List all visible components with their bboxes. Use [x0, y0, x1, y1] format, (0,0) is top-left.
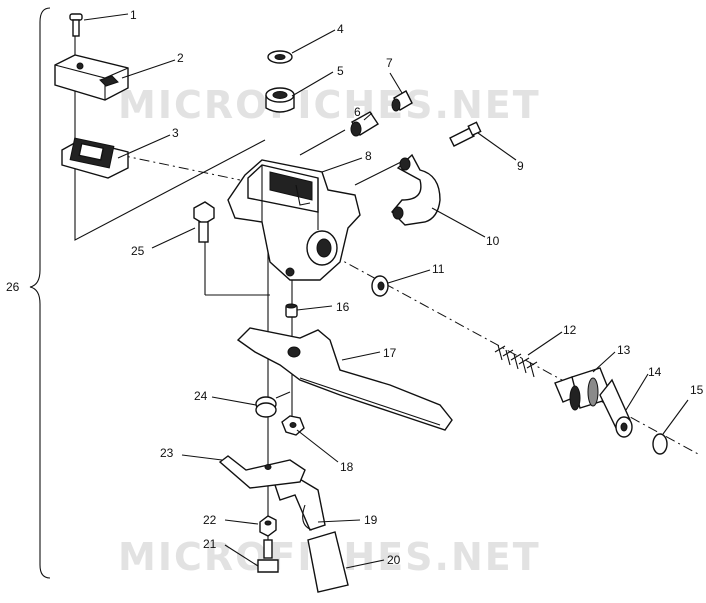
callout-21: 21: [203, 537, 217, 551]
callout-7: 7: [386, 56, 393, 70]
spring-part-12: [494, 344, 538, 378]
watermark-top: MICROFICHES.NET: [118, 83, 541, 127]
nut-part-18: [281, 415, 305, 436]
callout-4: 4: [337, 22, 344, 36]
master-cylinder-body-part-8: [227, 159, 361, 281]
washer-part-11: [371, 275, 389, 297]
callout-13: 13: [617, 343, 631, 357]
reservoir-cover-part-2: [54, 54, 129, 101]
callout-18: 18: [340, 460, 354, 474]
callout-19: 19: [364, 513, 378, 527]
callout-12: 12: [563, 323, 577, 337]
callout-3: 3: [172, 126, 179, 140]
bolt-part-21: [257, 539, 279, 573]
callout-1: 1: [130, 8, 137, 22]
callout-2: 2: [177, 51, 184, 65]
clamp-part-10: [391, 153, 441, 226]
callout-17: 17: [383, 346, 397, 360]
callout-6: 6: [354, 105, 361, 119]
assembly-bracket: [29, 7, 51, 579]
callout-8: 8: [365, 149, 372, 163]
cap-part-7: [391, 90, 413, 112]
callout-9: 9: [517, 159, 524, 173]
snap-ring-part-15: [652, 433, 668, 455]
fitting-part-6: [350, 111, 379, 137]
callout-10: 10: [486, 234, 500, 248]
bolt-part-25: [193, 201, 215, 243]
screw-part-1: [69, 13, 83, 37]
lever-part-17: [236, 327, 453, 431]
callout-5: 5: [337, 64, 344, 78]
cup-seal-part-14: [599, 378, 633, 438]
callout-22: 22: [203, 513, 217, 527]
piston-part-13: [554, 367, 613, 411]
washer-part-4: [267, 50, 293, 64]
callout-14: 14: [648, 365, 662, 379]
bushing-part-16: [285, 303, 298, 318]
callout-23: 23: [160, 446, 174, 460]
callout-20: 20: [387, 553, 401, 567]
spring-part-24: [255, 391, 291, 418]
callout-numbers: 1 2 3 4 5 6 7 8 9 10 11 12 13 14 15 16 1…: [6, 8, 704, 567]
screw-part-9: [449, 121, 482, 147]
callout-16: 16: [336, 300, 350, 314]
callout-24: 24: [194, 389, 208, 403]
bushing-part-5: [265, 87, 295, 113]
callout-26: 26: [6, 280, 20, 294]
switch-clip-part-19: [274, 477, 326, 531]
callout-25: 25: [131, 244, 145, 258]
nut-part-22: [259, 515, 277, 537]
bracket-part-23: [218, 455, 306, 489]
callout-11: 11: [432, 262, 445, 276]
leader-lines: [83, 13, 689, 569]
switch-part-20: [307, 531, 349, 593]
callout-15: 15: [690, 383, 704, 397]
diaphragm-part-3: [61, 137, 129, 179]
